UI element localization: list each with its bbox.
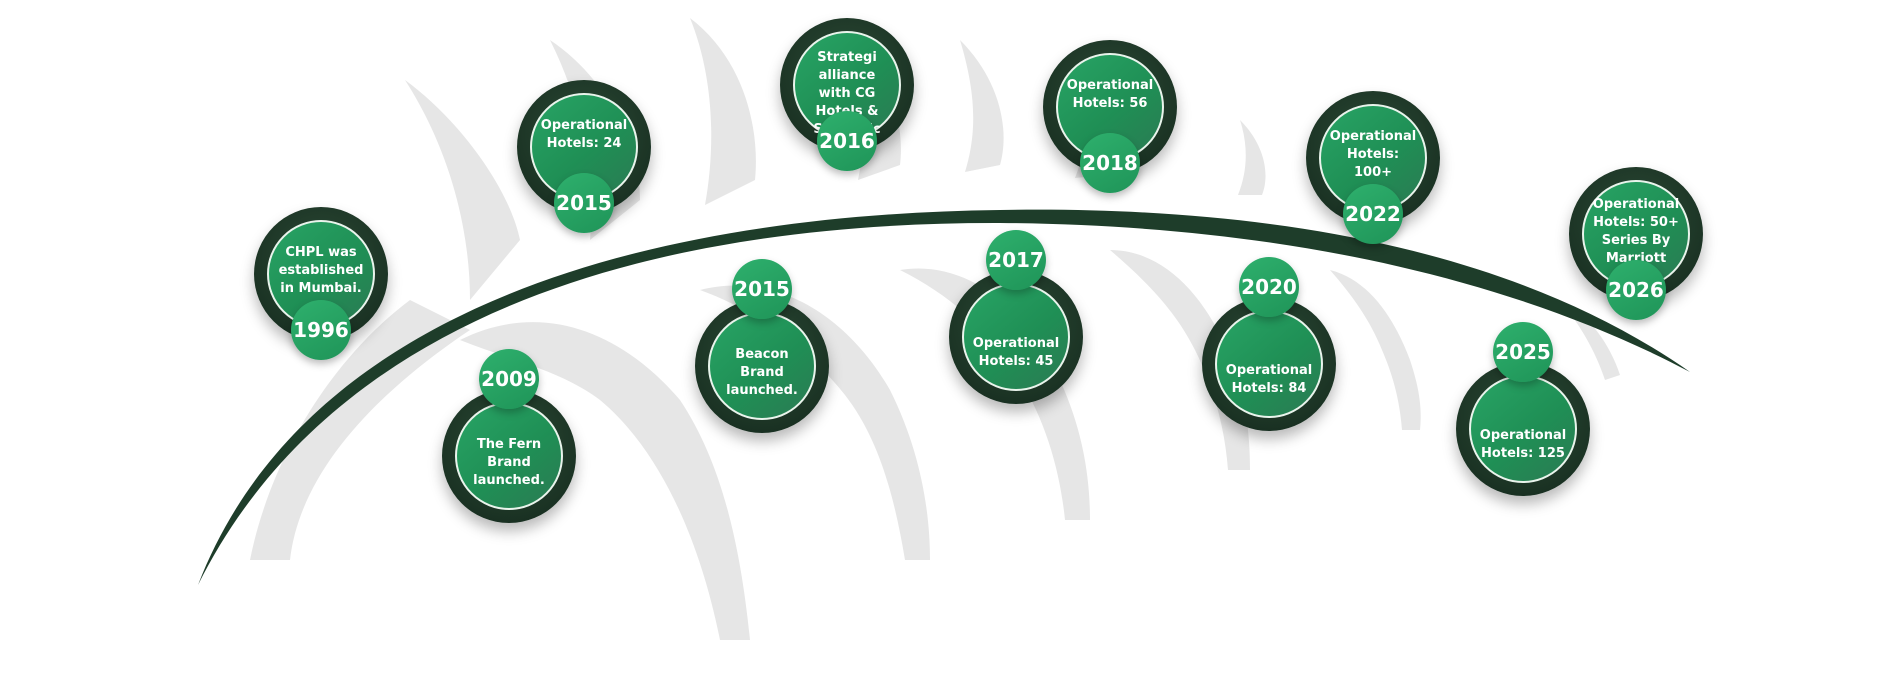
milestone-2017: Operational Hotels: 45 2017 bbox=[949, 230, 1083, 404]
year-badge: 2022 bbox=[1343, 184, 1403, 244]
year-badge: 2018 bbox=[1080, 133, 1140, 193]
year-badge: 2015 bbox=[732, 259, 792, 319]
milestone-text: The Fern Brand launched. bbox=[473, 437, 545, 488]
milestone-2015-beacon: Beacon Brand launched. 2015 bbox=[695, 259, 829, 433]
year-badge: 2017 bbox=[986, 230, 1046, 290]
milestone-2015-operational: Operational Hotels: 24 2015 bbox=[517, 80, 651, 233]
milestone-circle: Operational Hotels: 125 bbox=[1469, 375, 1577, 483]
milestone-text: Operational Hotels: 84 bbox=[1225, 363, 1313, 396]
year-badge: 1996 bbox=[291, 300, 351, 360]
milestone-circle: Operational Hotels: 50+ Series By Marrio… bbox=[1582, 180, 1690, 288]
year-badge: 2025 bbox=[1493, 322, 1553, 382]
milestone-circle: CHPL was established in Mumbai. bbox=[267, 220, 375, 328]
milestone-text: Operational Hotels: 24 bbox=[540, 118, 628, 151]
milestone-circle: Operational Hotels: 84 bbox=[1215, 310, 1323, 418]
milestone-circle: Beacon Brand launched. bbox=[708, 312, 816, 420]
milestone-text: Operational Hotels: 56 bbox=[1066, 78, 1154, 111]
milestone-text: CHPL was established in Mumbai. bbox=[278, 245, 364, 296]
milestone-2025: Operational Hotels: 125 2025 bbox=[1456, 322, 1590, 496]
milestone-2022: Operational Hotels: 100+ 2022 bbox=[1306, 91, 1440, 244]
year-badge: 2009 bbox=[479, 349, 539, 409]
milestone-text: Beacon Brand launched. bbox=[726, 347, 798, 398]
milestone-2016: Strategi alliance with CG Hotels & Strat… bbox=[780, 18, 914, 171]
milestone-text: Operational Hotels: 125 bbox=[1479, 428, 1567, 461]
year-badge: 2026 bbox=[1606, 260, 1666, 320]
milestone-text: Operational Hotels: 45 bbox=[972, 336, 1060, 369]
milestone-2026: Operational Hotels: 50+ Series By Marrio… bbox=[1569, 167, 1703, 320]
milestone-text: Operational Hotels: 50+ Series By Marrio… bbox=[1592, 197, 1680, 266]
milestone-text: Operational Hotels: 100+ bbox=[1329, 129, 1417, 180]
milestone-circle: Operational Hotels: 45 bbox=[962, 283, 1070, 391]
milestone-2018: Operational Hotels: 56 2018 bbox=[1043, 40, 1177, 193]
year-badge: 2015 bbox=[554, 173, 614, 233]
milestone-2020: Operational Hotels: 84 2020 bbox=[1202, 257, 1336, 431]
milestone-2009: The Fern Brand launched. 2009 bbox=[442, 349, 576, 523]
year-badge: 2016 bbox=[817, 111, 877, 171]
milestone-1996: CHPL was established in Mumbai. 1996 bbox=[254, 207, 388, 360]
year-badge: 2020 bbox=[1239, 257, 1299, 317]
milestone-circle: The Fern Brand launched. bbox=[455, 402, 563, 510]
